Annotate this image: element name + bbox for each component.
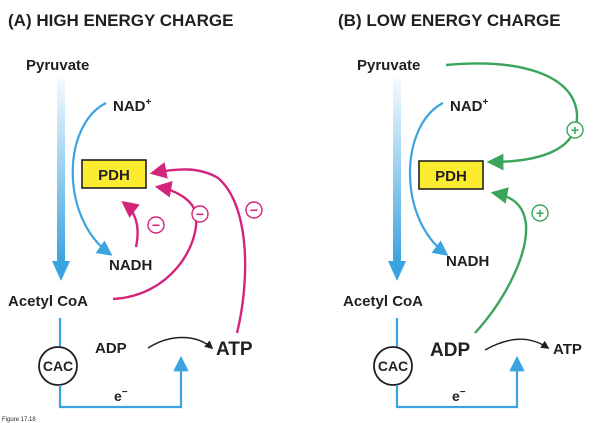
panel-a-cac-label: CAC xyxy=(43,358,73,374)
panel-a-minus-sign-3: − xyxy=(245,201,263,219)
panel-a-main-flux-arrow xyxy=(57,79,65,263)
panel-a-nad-to-nadh-arrow xyxy=(71,102,113,256)
panel-b-cac-label: CAC xyxy=(378,358,408,374)
panel-b-main-flux-arrowhead xyxy=(388,261,406,281)
panel-a-nadh-inhibit-arrow xyxy=(121,200,140,248)
panel-b-pyruvate-activate-arrow xyxy=(445,62,579,171)
panel-a-nad-label: NAD+ xyxy=(113,97,152,115)
svg-text:−: − xyxy=(196,206,204,222)
panel-a: (A) HIGH ENERGY CHARGE Pyruvate NAD+ PDH… xyxy=(8,11,263,409)
panel-a-pyruvate-label: Pyruvate xyxy=(26,57,89,74)
panel-b-pdh-box xyxy=(418,160,484,190)
svg-text:−: − xyxy=(152,217,160,233)
panel-a-title: (A) HIGH ENERGY CHARGE xyxy=(8,11,233,30)
panel-b-title: (B) LOW ENERGY CHARGE xyxy=(338,11,561,30)
svg-text:+: + xyxy=(571,122,579,138)
panel-b-electron-label: e− xyxy=(452,387,466,404)
panel-b-electron-flow-arrow xyxy=(395,355,525,409)
panel-b-plus-sign-2: + xyxy=(531,204,549,222)
panel-b-plus-sign-1: + xyxy=(566,121,584,139)
panel-a-adp-to-atp-arrow xyxy=(147,336,214,350)
panel-a-cac-circle xyxy=(38,346,78,386)
panel-b-nad-label: NAD+ xyxy=(450,97,489,115)
figure-caption: Figure 17.18 xyxy=(2,417,36,423)
panel-b-adp-to-atp-arrow xyxy=(484,338,550,351)
panel-a-adp-label: ADP xyxy=(95,340,127,357)
panel-a-electron-flow-arrow xyxy=(58,355,189,409)
panel-a-atp-inhibit-arrow xyxy=(149,162,247,334)
panel-b-adp-label: ADP xyxy=(430,340,470,361)
svg-text:+: + xyxy=(536,205,544,221)
panel-b-nad-to-nadh-arrow xyxy=(409,102,449,256)
panel-b-cac-circle xyxy=(373,346,413,386)
panel-a-acetyl-coa-label: Acetyl CoA xyxy=(8,293,88,310)
panel-b-atp-label: ATP xyxy=(553,341,582,358)
panel-a-minus-sign-2: − xyxy=(191,205,209,223)
panel-b-adp-activate-arrow xyxy=(474,187,528,334)
panel-b-acetyl-coa-label: Acetyl CoA xyxy=(343,293,423,310)
panel-a-pdh-label: PDH xyxy=(98,167,130,184)
panel-a-acetylcoa-inhibit-arrow xyxy=(112,180,198,301)
panel-a-minus-sign-1: − xyxy=(147,216,165,234)
panel-b-pdh-label: PDH xyxy=(435,168,467,185)
panel-b-nadh-label: NADH xyxy=(446,253,489,270)
panel-b-pyruvate-label: Pyruvate xyxy=(357,57,420,74)
panel-b-main-flux-arrow xyxy=(393,79,401,263)
panel-a-atp-label: ATP xyxy=(216,339,253,360)
svg-text:−: − xyxy=(250,202,258,218)
panel-a-main-flux-arrowhead xyxy=(52,261,70,281)
panel-b: (B) LOW ENERGY CHARGE Pyruvate NAD+ PDH … xyxy=(338,11,584,409)
panel-a-nadh-label: NADH xyxy=(109,257,152,274)
panel-a-pdh-box xyxy=(81,159,147,189)
panel-a-electron-label: e− xyxy=(114,387,128,404)
